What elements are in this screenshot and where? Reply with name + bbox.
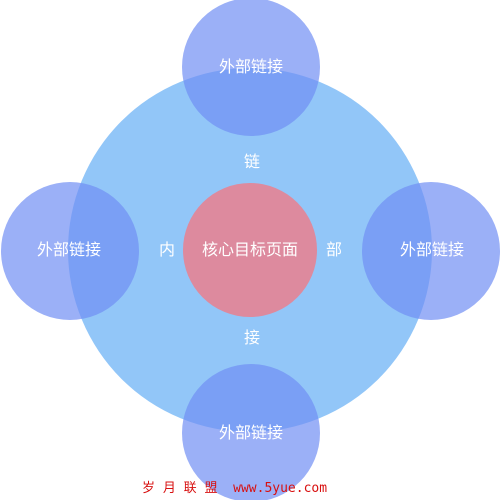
ring-char-top: 链: [243, 152, 260, 171]
external-link-label-top: 外部链接: [218, 57, 283, 76]
external-link-label-left: 外部链接: [36, 240, 101, 259]
core-target-page-label: 核心目标页面: [201, 240, 298, 259]
ring-char-left: 内: [158, 240, 175, 259]
external-link-node-left: [1, 182, 139, 320]
ring-char-right: 部: [325, 240, 342, 259]
external-link-node-bottom: [182, 364, 320, 500]
ring-char-bottom: 接: [243, 328, 260, 347]
external-link-label-bottom: 外部链接: [218, 423, 283, 442]
core-target-page-node: [183, 183, 317, 317]
external-link-label-right: 外部链接: [399, 240, 464, 259]
external-link-node-top: [182, 0, 320, 136]
watermark-text: 岁 月 联 盟 www.5yue.com: [142, 481, 328, 496]
external-link-node-right: [362, 182, 500, 320]
